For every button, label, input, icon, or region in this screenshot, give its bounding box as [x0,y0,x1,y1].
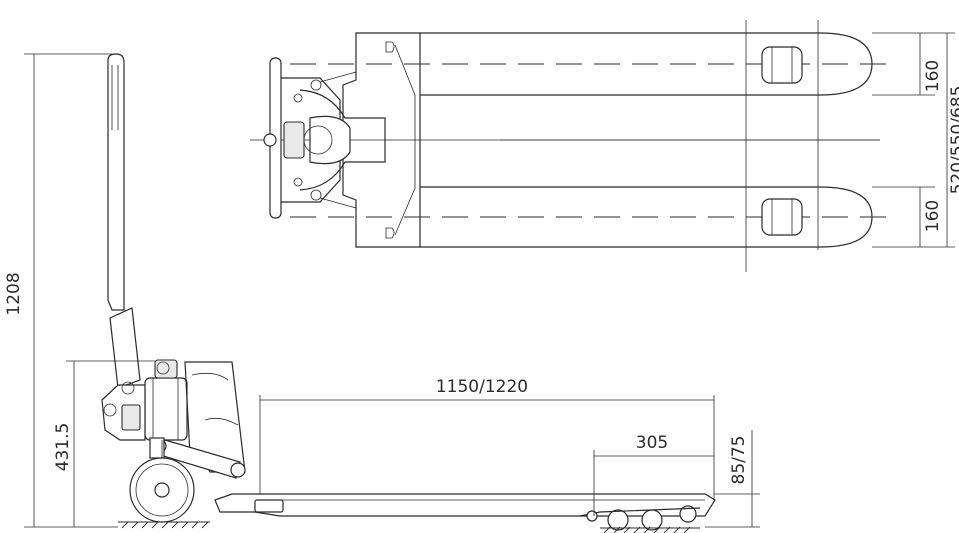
top-view [250,20,955,272]
side-view-load-roller-1 [607,509,629,531]
top-roller-1 [761,46,803,84]
side-view [24,53,760,533]
dim-label-overall-height: 1208 [4,272,24,315]
dim-label-fork-width-bottom: 160 [923,200,943,232]
dim-label-handle-height: 431.5 [53,423,73,472]
side-view-load-roller-2 [641,509,663,531]
top-roller-2 [761,198,803,236]
side-view-handle [107,53,125,311]
side-view-pump-cylinder [144,377,188,441]
dim-label-fork-width-top: 160 [923,60,943,92]
side-view-load-roller-3 [679,505,697,523]
dim-label-fork-length: 1150/1220 [436,377,528,397]
dim-label-fork-height: 85/75 [729,436,749,485]
side-view-fork [214,493,716,517]
top-view-pump-housing [309,115,351,165]
dim-label-roller-offset: 305 [636,433,668,453]
dim-label-overall-width: 520/550/685 [948,86,959,195]
